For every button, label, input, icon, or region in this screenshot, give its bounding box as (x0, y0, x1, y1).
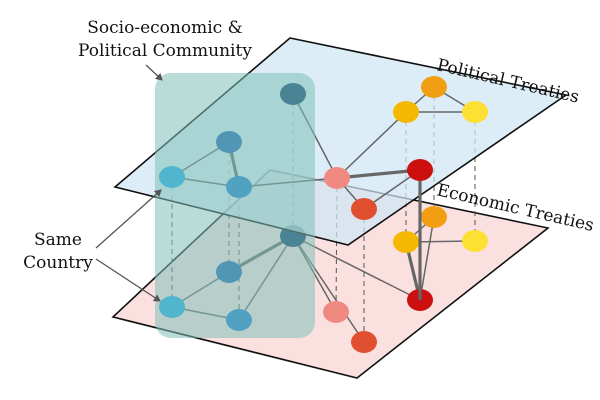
network-node (421, 76, 447, 98)
network-edge (419, 216, 435, 301)
community-annotation: Socio-economic & Political Community (78, 18, 252, 81)
same-country-annotation: Same Country (23, 189, 162, 302)
community-highlight-box (155, 73, 315, 338)
network-node (323, 301, 349, 323)
network-node (351, 331, 377, 353)
community-label-line2: Political Community (78, 41, 252, 61)
same-country-label-line1: Same (34, 230, 82, 250)
network-node (351, 198, 377, 220)
network-node (462, 230, 488, 252)
community-label-line1: Socio-economic & (87, 18, 242, 38)
same-country-arrow-bottom (95, 258, 161, 302)
network-node (324, 167, 350, 189)
network-node (462, 101, 488, 123)
network-node (393, 101, 419, 123)
network-edge (336, 111, 407, 179)
network-edge (336, 168, 421, 180)
same-country-label-line2: Country (23, 253, 93, 273)
network-node (421, 206, 447, 228)
network-node (393, 231, 419, 253)
network-node (407, 159, 433, 181)
community-arrow (145, 64, 163, 81)
same-country-arrow-top (95, 189, 162, 249)
